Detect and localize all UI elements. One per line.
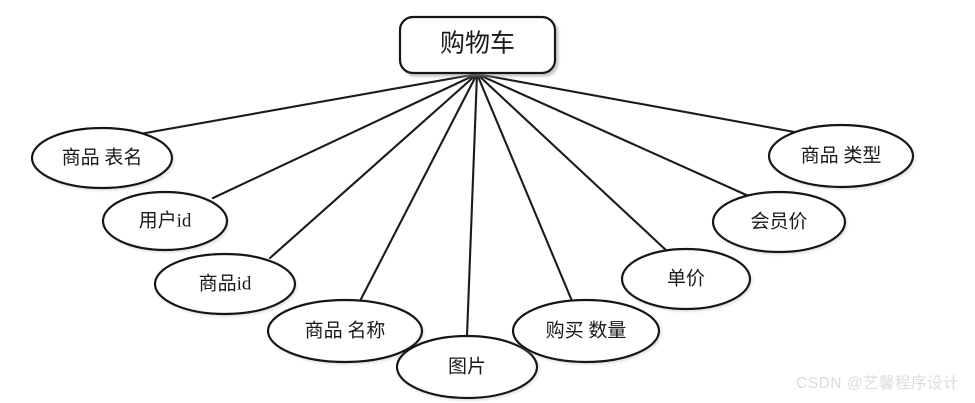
attribute-node-4[interactable]: 图片 — [395, 334, 539, 400]
attribute-label-4: 图片 — [448, 355, 486, 377]
attribute-ellipse-5[interactable] — [511, 298, 661, 364]
attribute-label-7: 会员价 — [750, 210, 807, 232]
connector-line-7 — [475, 72, 755, 200]
entity-node-shopping-cart[interactable] — [398, 15, 557, 75]
attribute-label-5: 购买 数量 — [546, 319, 627, 341]
attribute-label-2: 商品id — [199, 272, 252, 294]
attribute-node-6[interactable]: 单价 — [620, 247, 752, 311]
attribute-node-1[interactable]: 用户id — [101, 190, 229, 252]
attribute-node-5[interactable]: 购买 数量 — [511, 298, 661, 364]
attribute-ellipse-8[interactable] — [767, 123, 915, 189]
connector-line-4 — [465, 72, 479, 338]
attribute-ellipse-6[interactable] — [620, 247, 752, 311]
attribute-ellipse-0[interactable] — [30, 126, 174, 190]
connector-line-3 — [358, 72, 479, 303]
attribute-ellipse-1[interactable] — [101, 190, 229, 252]
attribute-label-0: 商品 表名 — [62, 146, 143, 168]
attribute-node-0[interactable]: 商品 表名 — [30, 126, 174, 190]
attribute-node-7[interactable]: 会员价 — [711, 190, 847, 254]
attribute-ellipse-7[interactable] — [711, 190, 847, 254]
connector-line-5 — [475, 72, 574, 303]
entity-node-label: 购物车 — [440, 30, 515, 58]
attribute-label-3: 商品 名称 — [305, 319, 386, 341]
attribute-ellipse-4[interactable] — [395, 334, 539, 400]
attribute-label-8: 商品 类型 — [801, 144, 882, 166]
attribute-label-6: 单价 — [667, 267, 705, 289]
connector-line-2 — [268, 72, 479, 260]
connector-line-8 — [475, 72, 802, 135]
connector-line-6 — [475, 72, 670, 254]
attribute-node-3[interactable]: 商品 名称 — [266, 298, 424, 364]
entity-node-group: 购物车 — [398, 15, 557, 75]
attribute-node-2[interactable]: 商品id — [153, 252, 297, 316]
attribute-label-1: 用户id — [139, 209, 192, 231]
attribute-ellipse-3[interactable] — [266, 298, 424, 364]
attribute-ellipse-2[interactable] — [153, 252, 297, 316]
connector-lines-group — [138, 72, 802, 338]
connector-line-1 — [211, 72, 479, 200]
attribute-node-8[interactable]: 商品 类型 — [767, 123, 915, 189]
connector-line-0 — [138, 72, 479, 136]
